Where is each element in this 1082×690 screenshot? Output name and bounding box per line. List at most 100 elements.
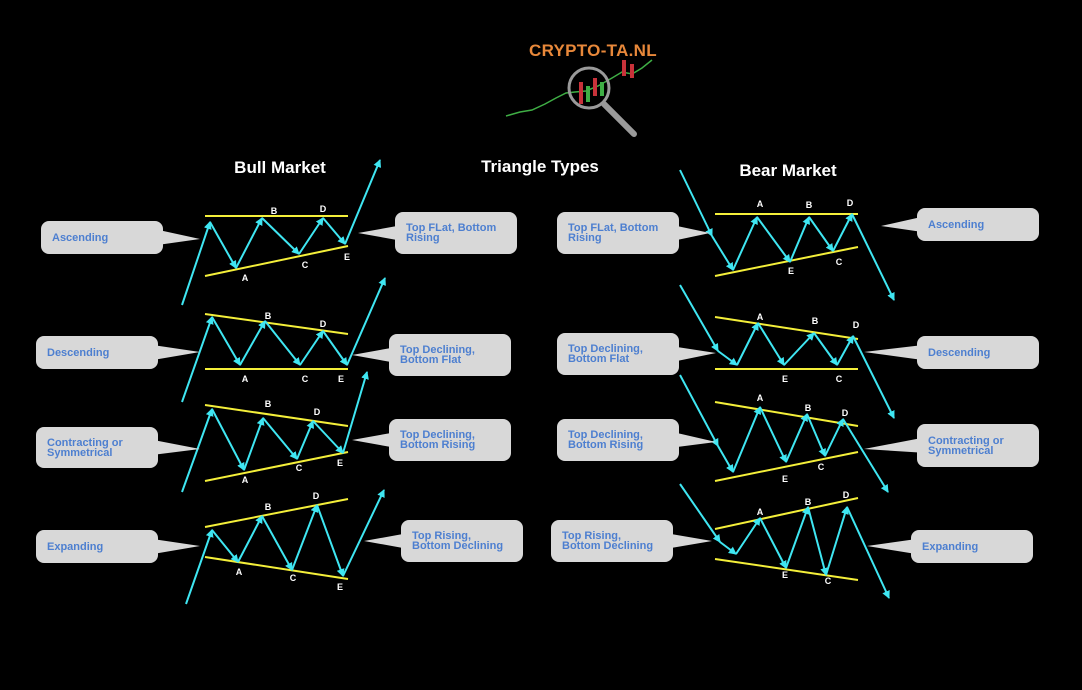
bear-row-3-lower-trendline [714, 451, 859, 482]
bull-row-4-point-e: E [337, 582, 343, 592]
bear-row-1-price-leg-2 [711, 235, 734, 271]
bear-row-3-price-leg-4 [759, 406, 787, 463]
bull-row-2-price-leg-1 [181, 316, 214, 403]
bull-row-4-price-leg-1 [185, 529, 214, 605]
bull-row-1-price-leg-5 [298, 217, 324, 255]
bear-row-4-price-leg-1 [679, 483, 721, 543]
bear-row-3-pattern: A B C D E [679, 374, 889, 493]
bull-row-3-upper-trendline [204, 404, 349, 427]
bear-row-2-price-leg-8 [852, 335, 895, 419]
bull-row-1-point-c: C [302, 260, 309, 270]
bear-row-4-pattern-name-callout-tail [867, 539, 913, 554]
bear-row-3-pattern-name-callout-tail [864, 438, 919, 453]
bear-row-3-point-e: E [782, 474, 788, 484]
bear-row-2-upper-trendline [714, 316, 859, 340]
bull-row-4-price-leg-5 [291, 504, 319, 571]
bear-row-1-point-c: C [836, 257, 843, 267]
bear-row-2-price-leg-5 [783, 332, 815, 366]
bull-row-3-price-leg-5 [296, 420, 314, 460]
bear-row-3-price-leg-8 [842, 418, 889, 493]
bear-row-3-point-a: A [757, 393, 764, 403]
bull-row-1-price-leg-2 [209, 221, 237, 269]
magnifier-handle [601, 101, 637, 137]
bear-row-1-price-leg-3 [732, 216, 758, 271]
bull-row-1-pattern-name-callout: Ascending [41, 221, 163, 254]
bear-row-2-point-b: B [812, 316, 819, 326]
bull-row-2-point-b: B [265, 311, 272, 321]
bull-row-4-point-d: D [313, 491, 320, 501]
bull-row-2-point-c: C [302, 374, 309, 384]
bear-row-4-point-c: C [825, 576, 832, 586]
bull-row-3-price-leg-6 [312, 420, 344, 454]
bull-row-1-price-leg-7 [344, 159, 381, 245]
logo-candles [579, 60, 634, 104]
bull-row-1-pattern-description-callout: Top FLat, Bottom Rising [395, 212, 517, 254]
bear-row-3-upper-trendline [714, 401, 859, 427]
bear-row-4-price-leg-3 [735, 517, 761, 555]
bear-row-4-lower-trendline [714, 558, 859, 581]
bear-row-4-point-a: A [757, 507, 764, 517]
bull-row-2-point-a: A [242, 374, 249, 384]
bull-row-2-point-d: D [320, 319, 327, 329]
bear-row-3-price-leg-1 [679, 374, 719, 447]
bull-row-3-price-leg-2 [211, 408, 245, 471]
bull-row-3-price-leg-3 [243, 417, 265, 471]
bear-row-4-pattern-name-callout: Expanding [911, 530, 1033, 563]
bear-row-2-point-d: D [853, 320, 860, 330]
bear-row-2-pattern: A B C D E [679, 284, 895, 419]
page-title: Triangle Types [481, 157, 599, 176]
bear-row-3-point-b: B [805, 403, 812, 413]
bull-row-4-pattern-description-callout: Top Rising, Bottom Declining [401, 520, 523, 562]
bear-row-3-pattern-description-callout-tail [677, 433, 716, 447]
bear-row-1-point-e: E [788, 266, 794, 276]
bear-row-2-pattern-name-callout: Descending [917, 336, 1039, 369]
bear-row-1-price-leg-5 [789, 216, 810, 263]
bear-row-3-point-d: D [842, 408, 849, 418]
bear-heading: Bear Market [739, 161, 837, 180]
bull-row-3-pattern-description-callout: Top Declining, Bottom Rising [389, 419, 511, 461]
magnifier-icon [567, 66, 611, 110]
bear-row-2-price-leg-6 [813, 332, 838, 366]
bull-row-4-pattern-name-callout-tail [156, 539, 200, 554]
bear-row-3-price-leg-6 [806, 413, 826, 457]
bull-row-4-price-leg-2 [211, 529, 239, 563]
bear-row-4-pattern-description-callout-tail [671, 534, 712, 548]
bear-row-4-upper-trendline [714, 497, 859, 530]
bear-row-4-price-leg-4 [759, 517, 787, 569]
bear-row-2-point-e: E [782, 374, 788, 384]
bull-row-3-price-leg-1 [181, 408, 214, 493]
bear-row-3-price-leg-7 [824, 418, 844, 457]
bull-row-1-pattern-description-callout-tail [358, 226, 397, 240]
bear-row-2-pattern-description-callout: Top Declining, Bottom Flat [557, 333, 679, 375]
bull-row-4-upper-trendline [204, 498, 349, 528]
bear-row-1-price-leg-4 [756, 216, 791, 263]
bear-row-1-pattern-name-callout-tail [881, 217, 919, 232]
bull-row-2-price-leg-7 [346, 277, 386, 366]
bull-row-4-price-leg-6 [316, 504, 345, 577]
bull-row-1-pattern-name-callout-tail [161, 230, 200, 245]
bull-row-4-pattern-name-callout: Expanding [36, 530, 158, 563]
bear-row-3-pattern-name-callout: Contracting or Symmetrical [917, 424, 1039, 467]
bull-row-4-point-c: C [290, 573, 297, 583]
bull-row-2-pattern-name-callout-tail [156, 345, 200, 360]
bull-row-3-price-leg-4 [262, 417, 298, 460]
bull-row-2-point-e: E [338, 374, 344, 384]
bull-row-2-price-leg-6 [322, 330, 348, 366]
bull-row-4-pattern-description-callout-tail [364, 534, 403, 548]
bear-row-4-price-leg-5 [785, 506, 810, 569]
bear-row-1-price-leg-1 [679, 169, 713, 237]
bear-row-2-price-leg-1 [679, 284, 719, 352]
bear-row-1-pattern-name-callout: Ascending [917, 208, 1039, 241]
bear-row-3-point-c: C [818, 462, 825, 472]
bull-row-1-lower-trendline [204, 245, 349, 277]
bear-row-2-point-c: C [836, 374, 843, 384]
bull-row-3-lower-trendline [204, 451, 349, 482]
bull-row-4-point-a: A [236, 567, 243, 577]
